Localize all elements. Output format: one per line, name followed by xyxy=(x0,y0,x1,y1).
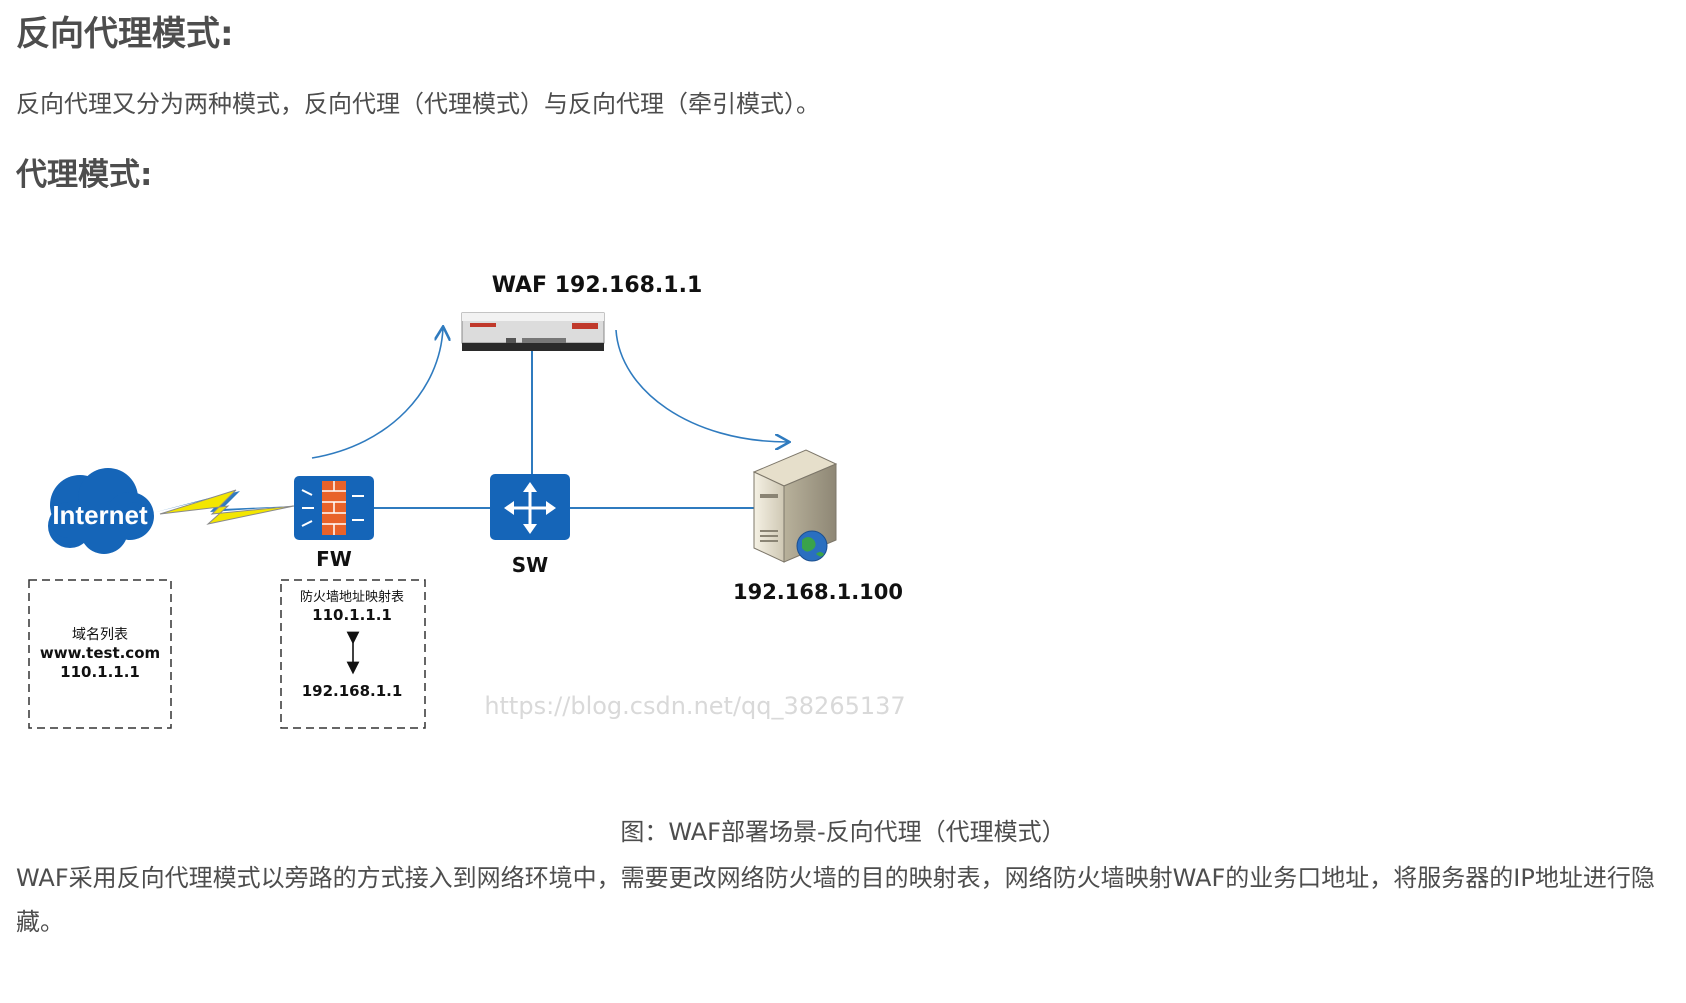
waf-label: WAF 192.168.1.1 xyxy=(492,273,703,298)
domain-list-box xyxy=(28,579,172,729)
firewall-icon xyxy=(294,476,374,540)
fw-to-waf-arrow xyxy=(311,328,443,459)
intro-paragraph: 反向代理又分为两种模式，反向代理（代理模式）与反向代理（牵引模式）。 xyxy=(16,90,820,118)
body-paragraph: WAF采用反向代理模式以旁路的方式接入到网络环境中，需要更改网络防火墙的目的映射… xyxy=(16,864,1655,936)
watermark: https://blog.csdn.net/qq_38265137 xyxy=(484,692,905,720)
fw-label: FW xyxy=(316,547,352,571)
subsection-heading: 代理模式: xyxy=(16,157,153,193)
figure-caption: 图：WAF部署场景-反向代理（代理模式） xyxy=(620,818,1066,846)
section-heading: 反向代理模式: xyxy=(16,14,234,54)
switch-icon xyxy=(490,474,570,540)
domain-list-domain: www.test.com xyxy=(40,644,160,662)
waf-to-server-arrow xyxy=(615,329,788,442)
network-diagram: WAF 192.168.1.1 Internet xyxy=(28,273,906,729)
server-icon xyxy=(752,449,838,563)
server-ip-label: 192.168.1.100 xyxy=(733,580,903,604)
lightning-link-outline xyxy=(156,491,296,512)
internet-label: Internet xyxy=(52,500,148,530)
waf-appliance-icon xyxy=(461,312,605,351)
fw-mapping-to-ip: 192.168.1.1 xyxy=(302,682,403,700)
domain-list-title: 域名列表 xyxy=(72,627,128,643)
fw-mapping-title: 防火墙地址映射表 xyxy=(300,589,404,605)
sw-label: SW xyxy=(512,553,548,577)
fw-mapping-from-ip: 110.1.1.1 xyxy=(312,606,392,624)
internet-cloud-icon xyxy=(48,468,154,554)
fw-mapping-box xyxy=(280,579,426,729)
domain-list-ip: 110.1.1.1 xyxy=(60,663,140,681)
